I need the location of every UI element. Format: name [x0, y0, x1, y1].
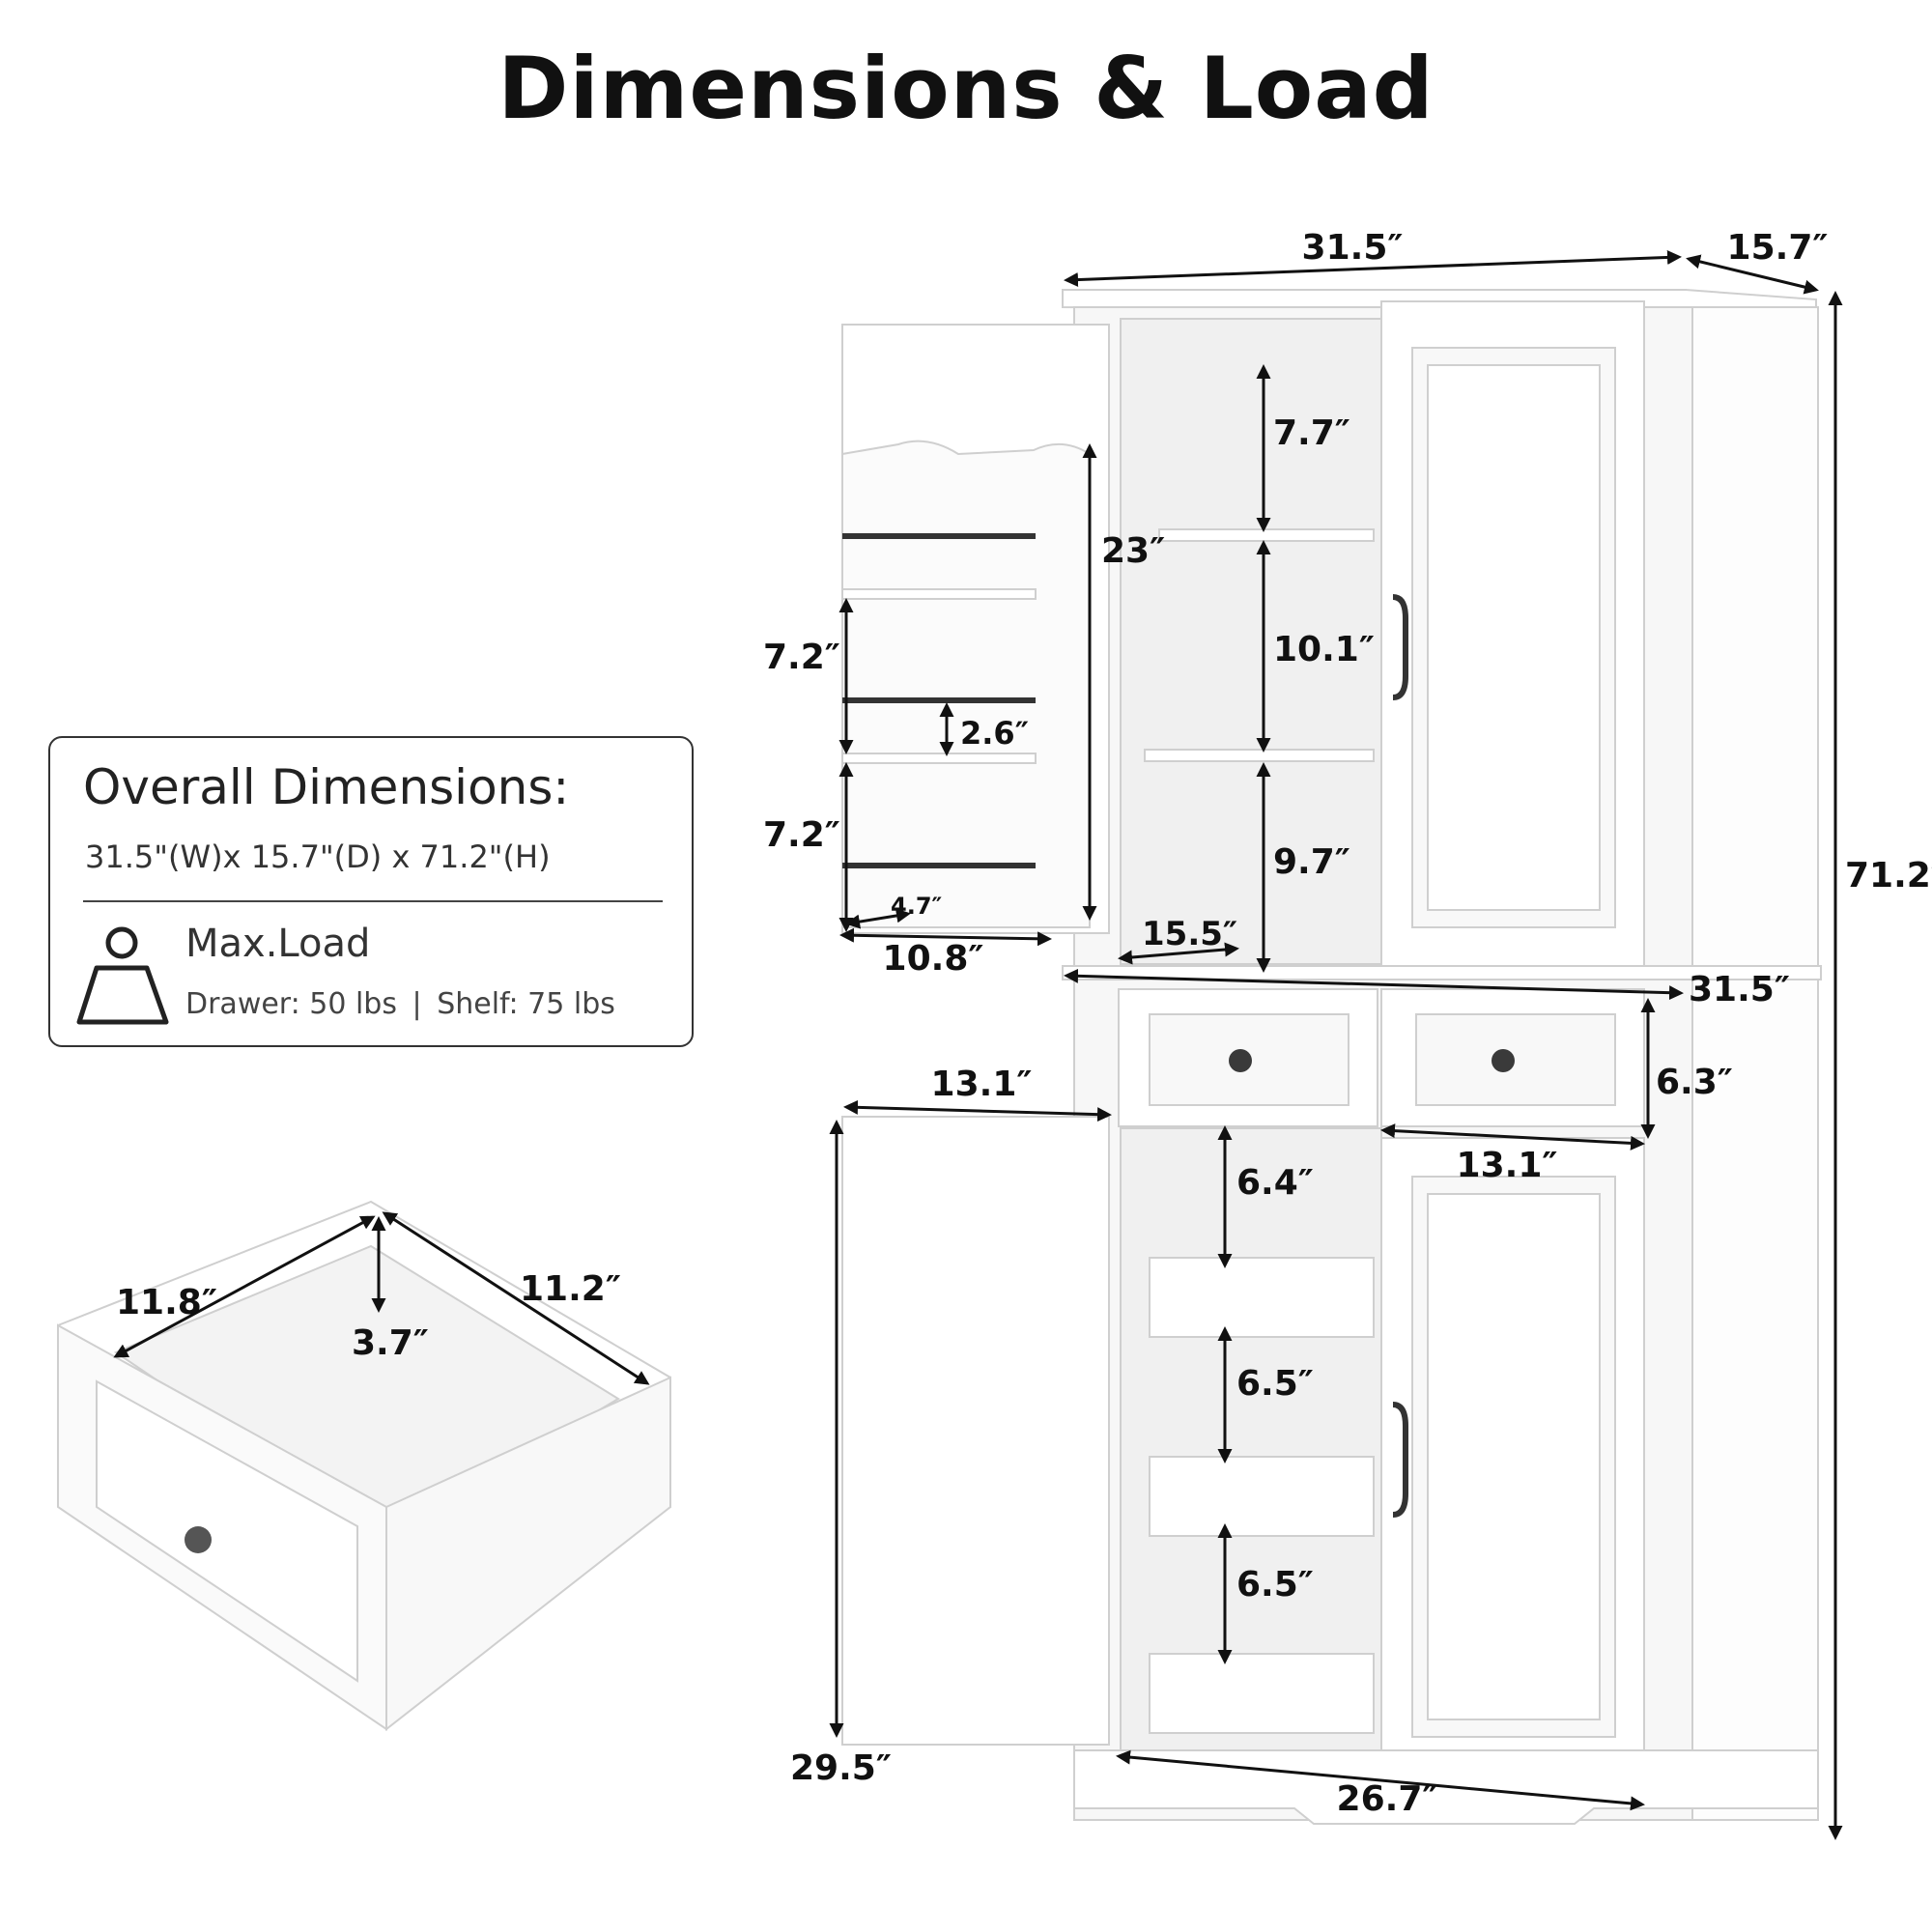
- lower-inner-width-label: 26.7″: [1337, 1779, 1438, 1819]
- door-rack-2-label: 7.2″: [763, 815, 840, 855]
- door-rack-depth-label: 4.7″: [891, 893, 943, 920]
- drawer-height-label: 6.3″: [1656, 1063, 1733, 1102]
- lower-shelf-1-label: 6.4″: [1236, 1163, 1314, 1203]
- drawer-width-label-2: 11.8″: [116, 1283, 217, 1322]
- door-rack-gap-label: 2.6″: [960, 715, 1029, 752]
- drawer-height-label-2: 3.7″: [352, 1323, 429, 1363]
- total-height-label: 71.2″: [1845, 856, 1932, 895]
- upper-shelf-2-label: 10.1″: [1273, 630, 1375, 669]
- cabinet-hardware: [842, 533, 1408, 1518]
- divider: [83, 900, 663, 902]
- upper-shelf-1-label: 7.7″: [1273, 413, 1350, 453]
- lower-shelf-3-label: 6.5″: [1236, 1565, 1314, 1605]
- mid-width-label: 31.5″: [1689, 970, 1790, 1009]
- overall-dimensions-box: Overall Dimensions: 31.5"(W)x 15.7"(D) x…: [48, 736, 694, 1047]
- overall-dimensions-heading: Overall Dimensions:: [83, 759, 570, 815]
- drawer-knob: [185, 1526, 212, 1553]
- load-values: Drawer: 50 lbs | Shelf: 75 lbs: [185, 987, 621, 1021]
- load-separator: |: [412, 987, 422, 1021]
- drawer-depth-label: 11.2″: [520, 1269, 621, 1309]
- lower-door-height-label: 29.5″: [790, 1748, 892, 1788]
- upper-door-height-label: 23″: [1101, 531, 1165, 571]
- max-load-label: Max.Load: [185, 922, 371, 966]
- page-title: Dimensions & Load: [497, 39, 1435, 138]
- cabinet-illustration: [841, 289, 1822, 1825]
- door-rack-1-label: 7.2″: [763, 638, 840, 677]
- drawer-load: Drawer: 50 lbs: [185, 987, 397, 1021]
- top-width-label: 31.5″: [1302, 228, 1404, 268]
- drawer-width-label: 13.1″: [1457, 1146, 1558, 1185]
- overall-dimensions-value: 31.5"(W)x 15.7"(D) x 71.2"(H): [85, 838, 551, 875]
- drawer-knobs: [1229, 1049, 1515, 1072]
- shelf-load: Shelf: 75 lbs: [437, 987, 615, 1021]
- top-depth-label: 15.7″: [1727, 228, 1829, 268]
- weight-icon: [76, 926, 169, 1025]
- upper-shelf-3-label: 9.7″: [1273, 842, 1350, 882]
- dimension-lines: [113, 249, 1843, 1840]
- lower-shelf-2-label: 6.5″: [1236, 1364, 1314, 1404]
- upper-shelf-depth-label: 15.5″: [1142, 915, 1237, 953]
- door-rack-width-label: 10.8″: [883, 939, 984, 979]
- dimension-labels: 31.5″ 15.7″ 71.2″ 31.5″ 7.7″ 10.1″ 9.7″ …: [116, 228, 1932, 1819]
- lower-door-width-label: 13.1″: [931, 1065, 1033, 1104]
